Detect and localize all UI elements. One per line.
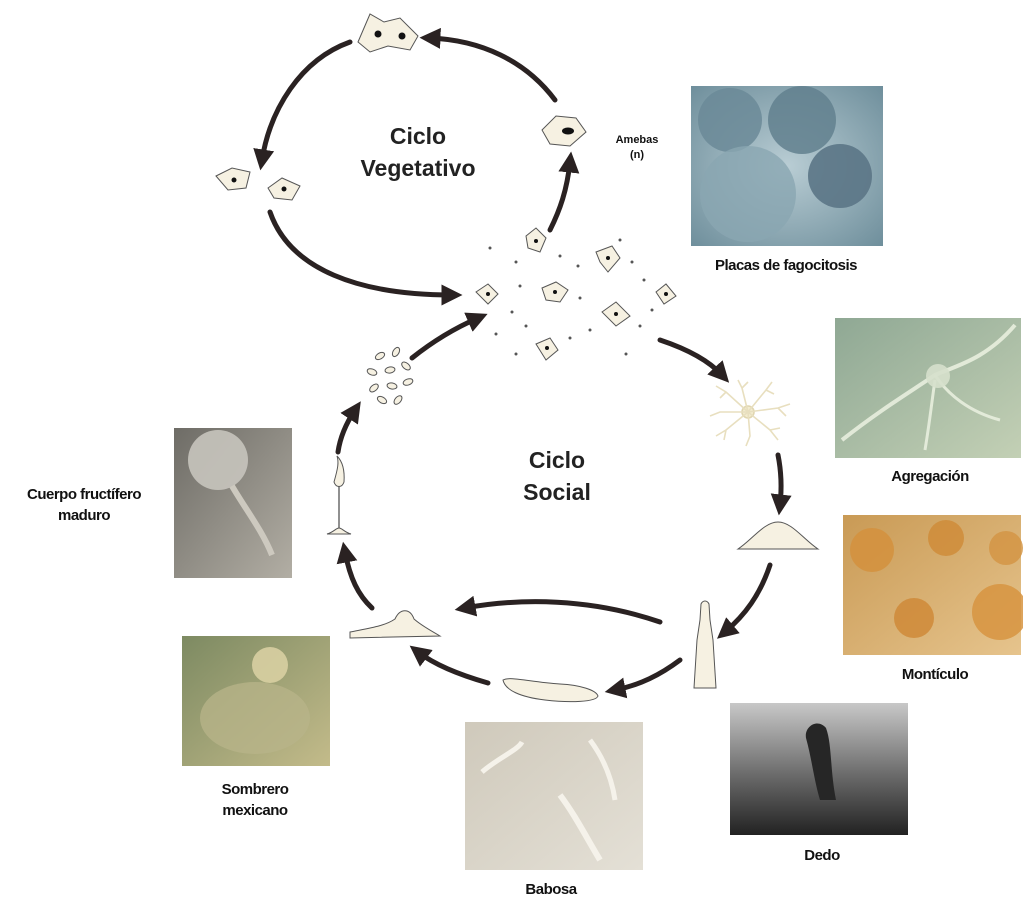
arrow-to-finger [725, 565, 770, 632]
amoeba-cells [216, 14, 676, 360]
arrow-to-slug [615, 660, 680, 690]
fruiting-body-drawing [327, 456, 351, 534]
label-babosa: Babosa [525, 881, 577, 898]
arrow-spores-to-amoebae [412, 318, 478, 358]
arrow-to-mound [778, 455, 781, 505]
label-agregacion: Agregación [891, 468, 969, 485]
arrow-finger-to-hat [465, 602, 660, 622]
photo-dedo [730, 703, 908, 835]
amoeba-left-1 [216, 168, 250, 190]
social-cycle-title-line1: Ciclo [529, 447, 585, 473]
arrow-veg-left [262, 42, 350, 160]
arrow-veg-bottom [270, 212, 452, 295]
scattered-dots [489, 239, 654, 356]
label-cuerpo-line1: Cuerpo fructífero [27, 486, 141, 503]
photo-sombrero [182, 636, 330, 766]
arrow-fruiting-to-spores [338, 410, 355, 452]
spores [366, 346, 413, 406]
label-placas: Placas de fagocitosis [715, 257, 857, 274]
arrow-to-aggregation [660, 340, 722, 375]
vegetative-cycle-title-line1: Ciclo [390, 123, 446, 149]
photo-agregacion [835, 318, 1021, 458]
amoeba-top [358, 14, 418, 52]
arrow-veg-right [550, 162, 570, 230]
social-cycle-title-line2: Social [523, 479, 591, 505]
slug-drawing [503, 679, 598, 702]
mexican-hat-drawing [350, 611, 440, 638]
aggregation-drawing [710, 380, 790, 446]
photo-babosa [465, 722, 643, 870]
arrow-veg-top [430, 38, 555, 100]
label-sombrero-line1: Sombrero [222, 781, 289, 798]
photo-cuerpo [174, 428, 292, 578]
vegetative-cycle-title-line2: Vegetativo [360, 155, 475, 181]
amoeba-cluster [476, 228, 676, 360]
photo-monticulo [843, 515, 1023, 655]
label-amebas-line2: (n) [630, 149, 644, 161]
amoeba-left-2 [268, 178, 300, 200]
arrow-hat-to-fruiting [345, 552, 372, 608]
mound-drawing [738, 522, 818, 549]
label-dedo: Dedo [804, 847, 840, 864]
label-amebas-line1: Amebas [616, 134, 659, 146]
finger-drawing [694, 601, 716, 688]
amoeba-right [542, 116, 586, 146]
label-sombrero-line2: mexicano [222, 802, 288, 819]
arrow-slug-to-hat [418, 652, 488, 683]
label-monticulo: Montículo [902, 666, 969, 683]
photo-placas [691, 86, 883, 246]
label-cuerpo-line2: maduro [58, 507, 110, 524]
